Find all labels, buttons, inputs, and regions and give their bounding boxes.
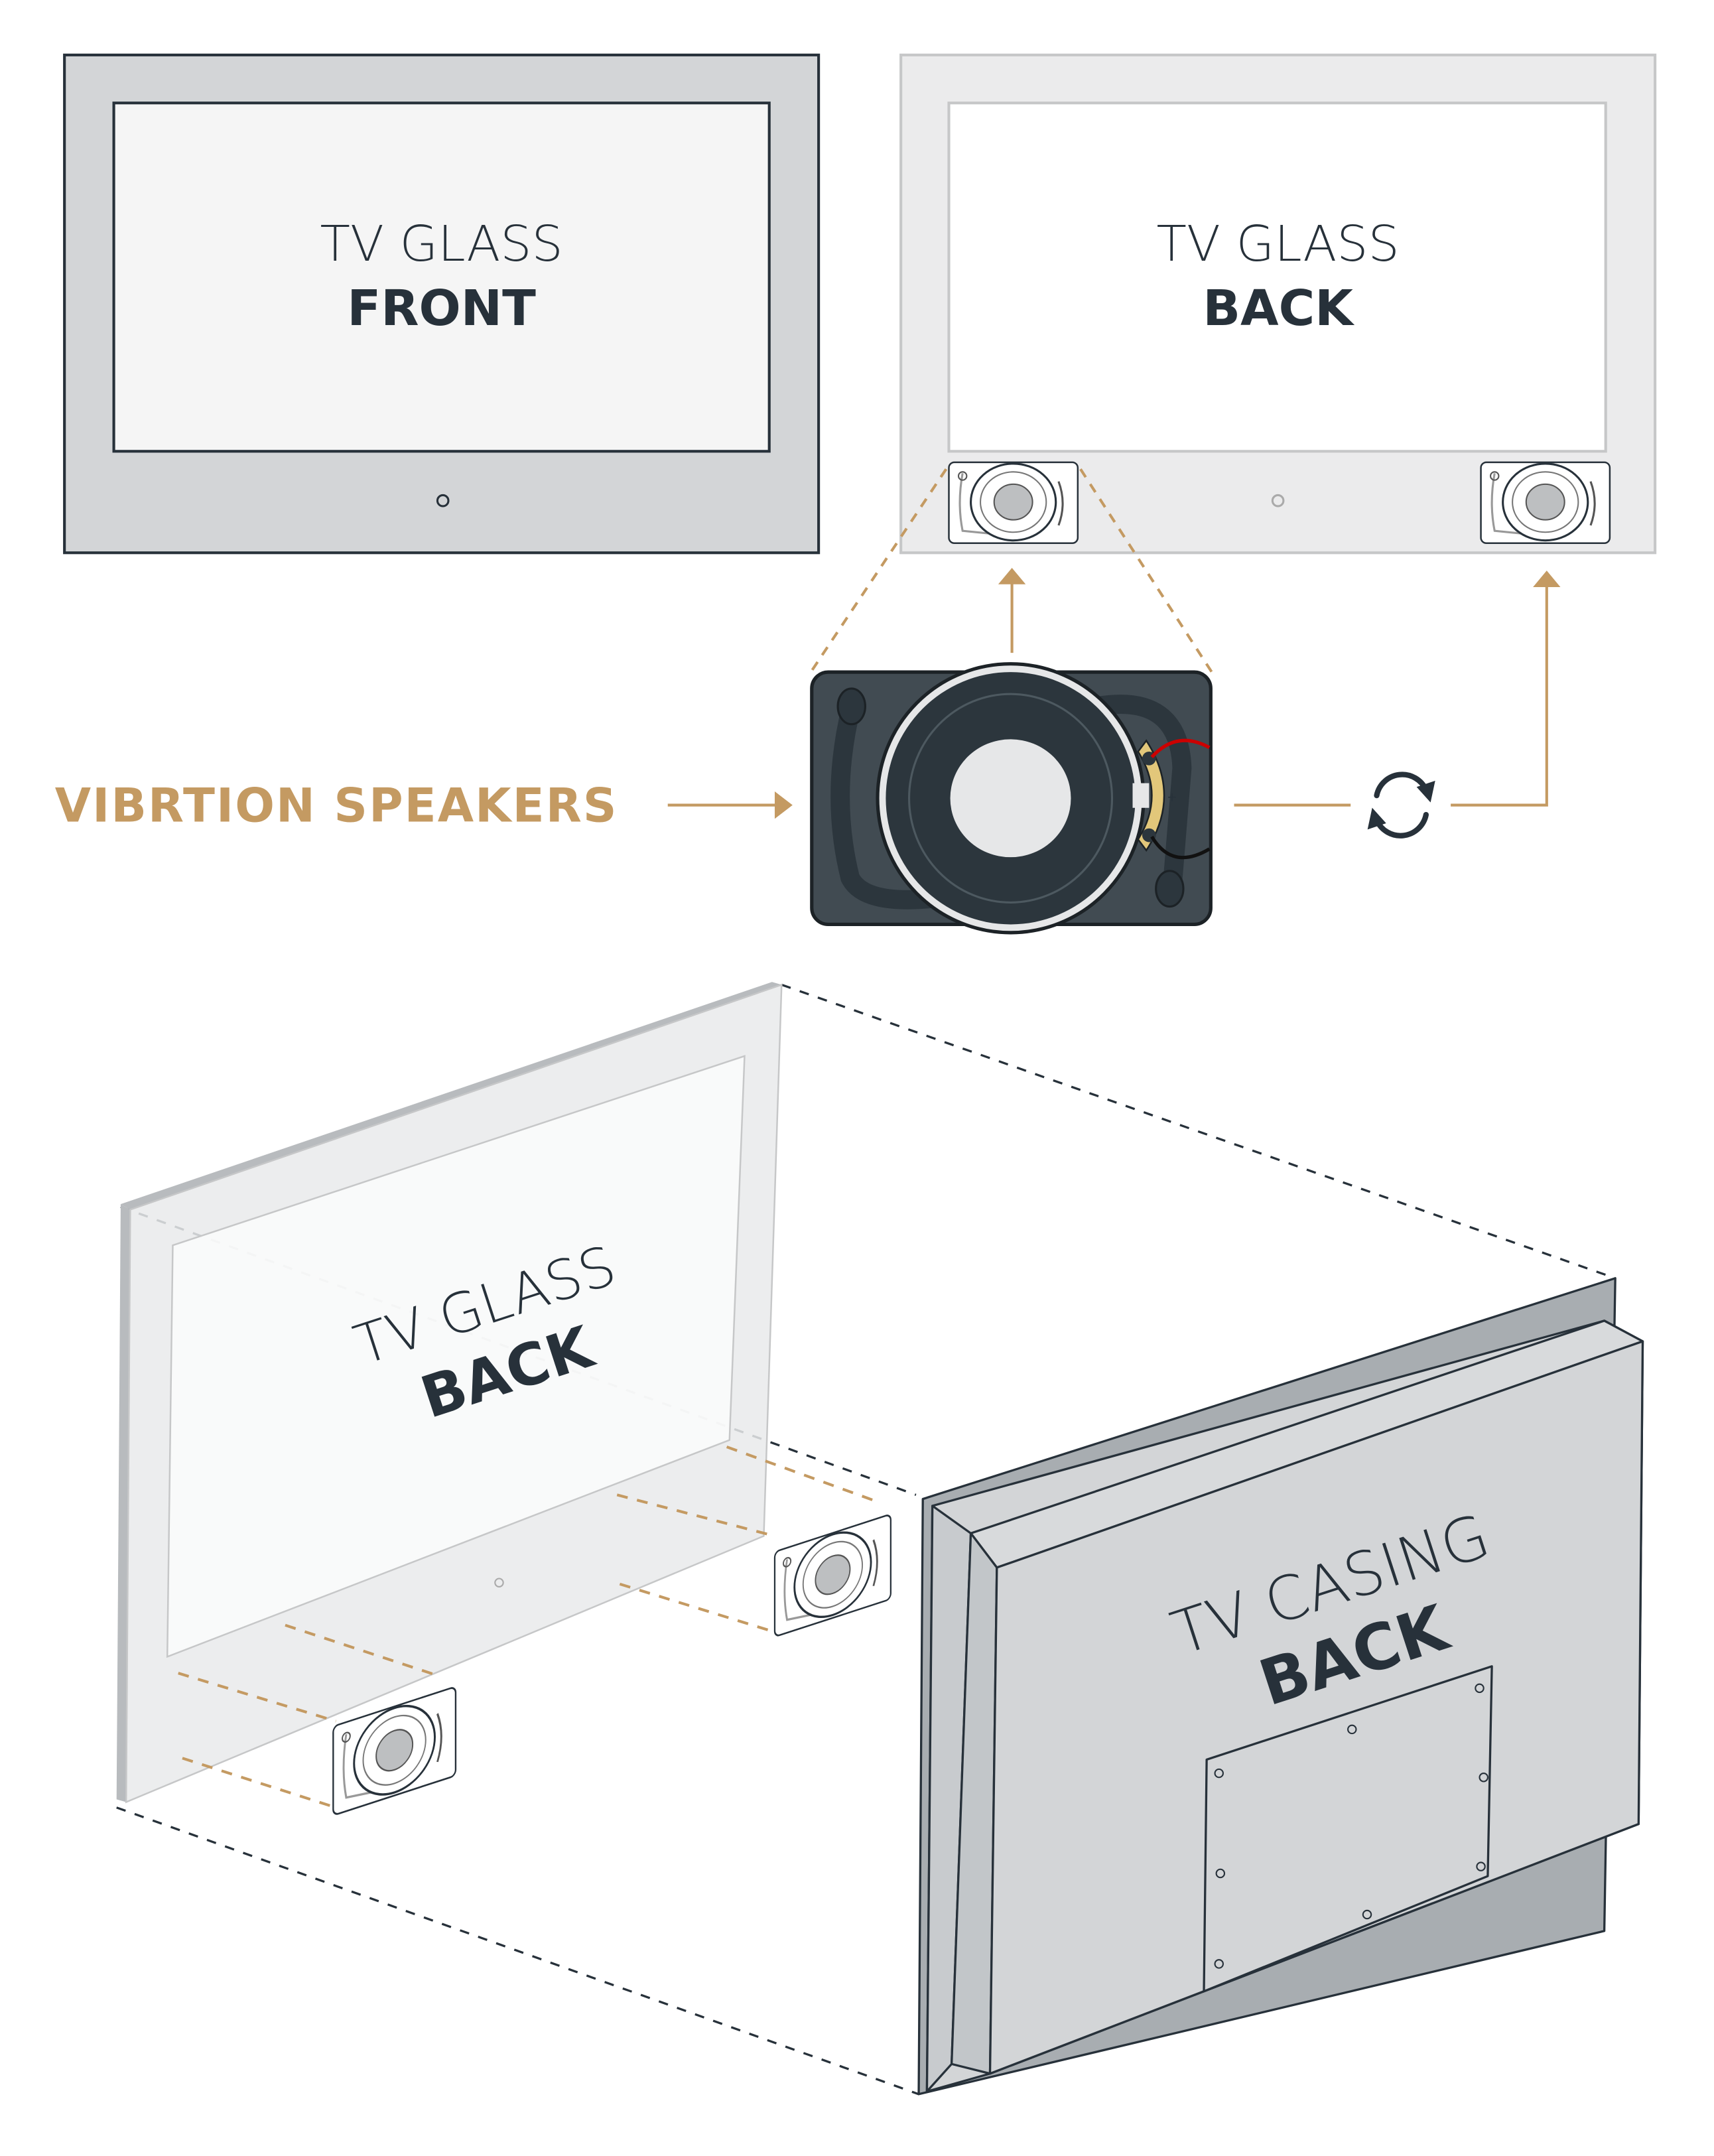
plus-icon: + <box>1167 790 1177 804</box>
connectors <box>667 468 1561 819</box>
black-wire <box>1150 835 1211 860</box>
mini-speaker-left <box>947 461 1079 545</box>
vibration-speakers-label: VIBRTION SPEAKERS <box>55 778 618 833</box>
back-subtitle: BACK <box>1203 279 1354 337</box>
front-subtitle: FRONT <box>347 279 536 337</box>
red-wire <box>1150 738 1211 759</box>
back-title: TV GLASS <box>1157 215 1400 273</box>
arrow-up-icon <box>1533 571 1561 587</box>
mini-speaker-right <box>1480 461 1611 545</box>
tv-glass-back-3d: TV GLASS BACK <box>116 982 783 1804</box>
front-title: TV GLASS <box>320 215 563 273</box>
arrow-right-icon <box>774 791 793 819</box>
tv-casing-back: TV CASING BACK <box>917 1277 1644 2096</box>
tv-glass-back: TV GLASS BACK <box>899 53 1657 555</box>
speaker-guides-3d <box>178 1446 878 1809</box>
sensor-dot <box>436 494 450 507</box>
vibration-speaker: + <box>810 662 1213 935</box>
sync-icon <box>1367 772 1435 839</box>
arrow-up-icon <box>998 568 1026 584</box>
tv-glass-front: TV GLASS FRONT <box>63 53 821 555</box>
speaker-3d-right <box>773 1513 892 1638</box>
